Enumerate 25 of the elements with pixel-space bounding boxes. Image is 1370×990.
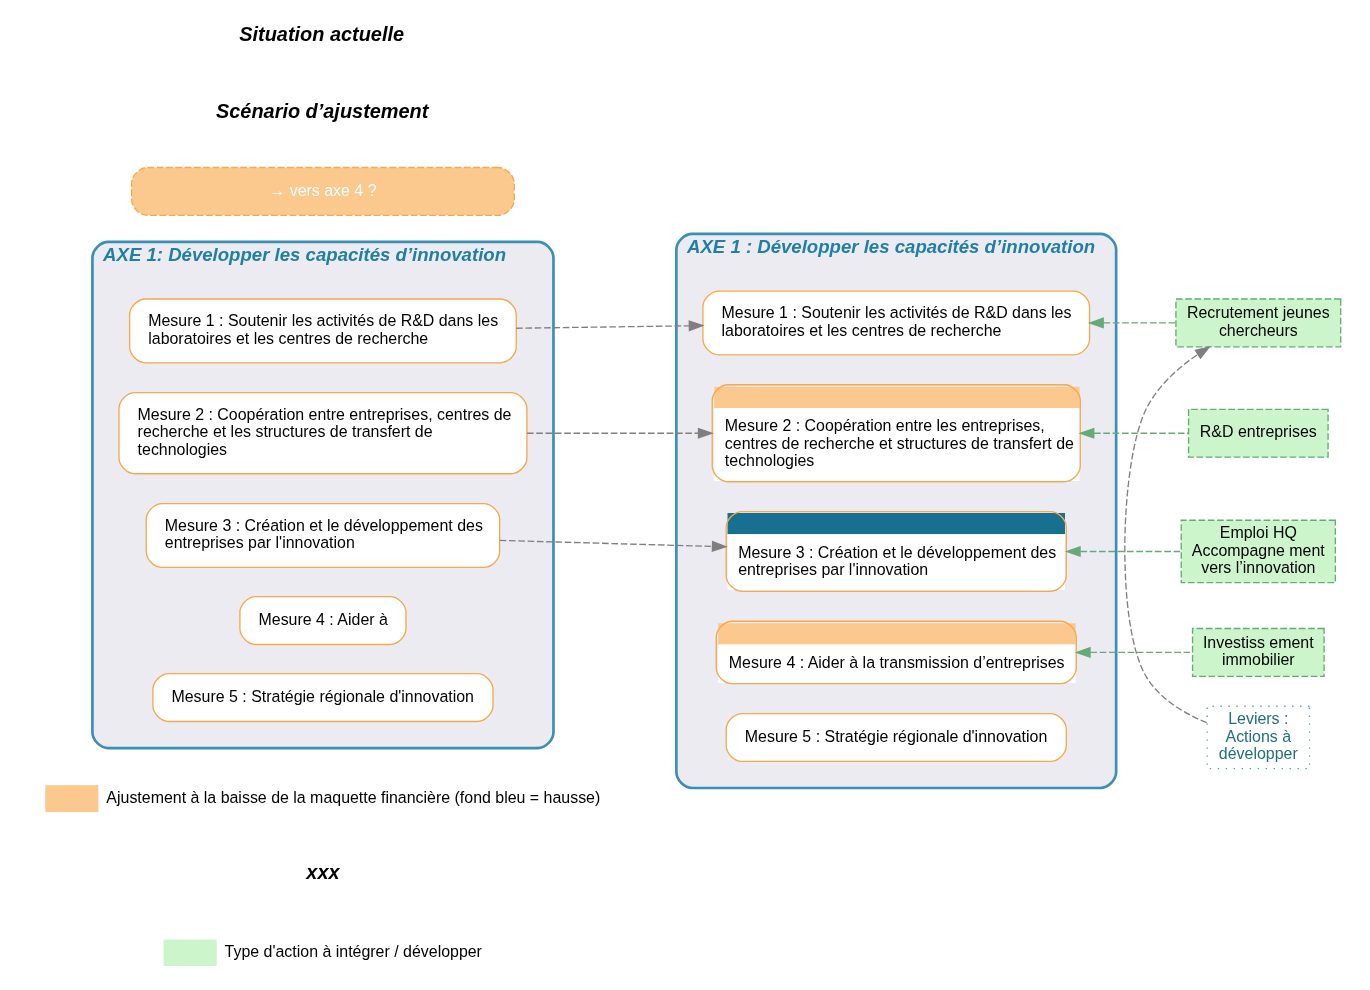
node-box: Investiss ement immobilier bbox=[1191, 627, 1325, 678]
arrow bbox=[1064, 545, 1182, 558]
node-box: Mesure 3 : Création et le développement des entreprises par l'innovation bbox=[145, 502, 501, 569]
node-box: Mesure 4 : Aider à bbox=[239, 595, 407, 646]
node-box: Mesure 2 : Coopération entre entreprises, centres de recherche et les structures de transfert de technologies bbox=[118, 392, 528, 475]
node-box: Leviers : Actions à développer bbox=[1206, 705, 1311, 770]
node-box: R&D entreprises bbox=[1187, 408, 1329, 458]
legend-label: Ajustement à la baisse de la maquette financière (fond bleu = hausse) bbox=[106, 788, 601, 806]
label: Situation actuelle bbox=[239, 22, 405, 45]
node-box: Mesure 5 : Stratégie régionale d'innovation bbox=[152, 673, 494, 723]
node-box: Mesure 5 : Stratégie régionale d'innovation bbox=[725, 712, 1067, 763]
node-box: → vers axe 4 ? bbox=[130, 166, 515, 216]
legend-label: Type d'action à intégrer / développer bbox=[224, 942, 482, 960]
arrow bbox=[499, 539, 728, 552]
node-box: Mesure 1 : Soutenir les activités de R&D dans les laboratoires et les centres de recherche bbox=[702, 290, 1091, 356]
arrow bbox=[526, 427, 714, 439]
label: xxx bbox=[306, 860, 340, 883]
arrow bbox=[1124, 345, 1211, 724]
node-box: Mesure 1 : Soutenir les activités de R&D dans les laboratoires et les centres de recherche bbox=[128, 298, 517, 364]
arrow bbox=[1078, 427, 1189, 439]
arrow bbox=[515, 320, 705, 332]
arrow bbox=[1087, 317, 1177, 329]
label: Scénario d’ajustement bbox=[215, 99, 429, 122]
node-box: Recrutement jeunes chercheurs bbox=[1175, 298, 1342, 348]
node-box: Emploi HQ Accompagne ment vers l’innovation bbox=[1180, 519, 1337, 584]
